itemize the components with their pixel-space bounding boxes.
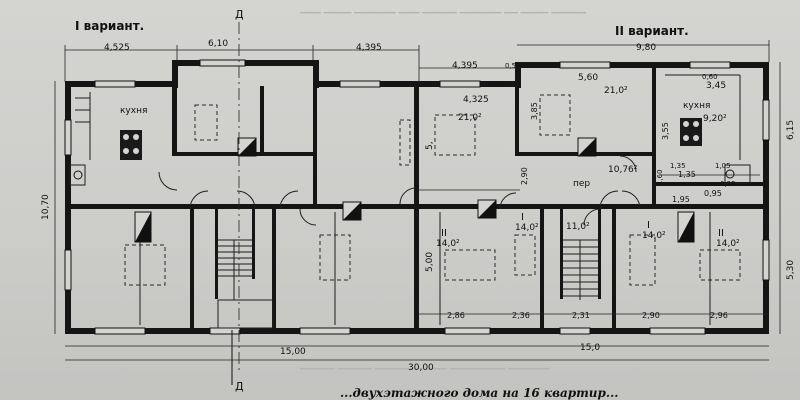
dimension-label: 0,25 [720, 180, 736, 188]
dimension-label: 4,395 [356, 43, 382, 53]
dimension-label: 30,00 [408, 363, 434, 373]
room-label-kitchen-right: кухня [683, 101, 710, 111]
dimension-lines [54, 40, 781, 361]
area-label: 21,0² [604, 86, 628, 96]
kitchen-fixtures-left [69, 92, 142, 186]
dimension-label: 1,05 [715, 162, 731, 170]
dimension-label: 0,60 [702, 73, 718, 81]
area-label: 14,0² [642, 231, 666, 241]
area-label: 14,0² [515, 223, 539, 233]
background-text: ▁▁▁ ▁▁▁▁ ▁▁▁▁▁▁ ▁▁▁ ▁▁▁▁▁ ▁▁▁▁▁▁ ▁▁ ▁▁▁▁… [300, 4, 586, 14]
dimension-label: 0,95 [704, 189, 722, 198]
dimension-label: 15,0 [580, 343, 600, 353]
dimension-label: 9,80 [636, 43, 656, 53]
windows [64, 59, 770, 335]
area-label: 21,0² [458, 113, 482, 123]
dimension-label: 4,325 [463, 95, 489, 105]
section-axis [231, 22, 240, 385]
variant-left-label: I вариант. [75, 19, 144, 33]
figure-caption: ...двухэтажного дома на 16 квартир... [340, 386, 619, 400]
dimension-label: 1,35 [670, 162, 686, 170]
staircase-right [563, 239, 598, 300]
area-label: 14,0² [716, 239, 740, 249]
dimension-label: 10,70 [41, 194, 51, 220]
kitchen-fixtures-right [665, 74, 751, 184]
dimension-label: 5,60 [578, 73, 598, 83]
dimension-label: 2,90 [642, 311, 660, 320]
dimension-label: 2,96 [710, 311, 728, 320]
dimension-label: 4,525 [104, 43, 130, 53]
room-label-I: I [521, 212, 524, 223]
dimension-label: 6,10 [208, 39, 228, 49]
axis-mark-bottom: Д [235, 380, 244, 393]
dimension-label: 1,60 [656, 169, 664, 185]
area-label: 14,0² [436, 239, 460, 249]
dimension-label: 3,85 [530, 102, 539, 120]
area-label: 10,76² [608, 165, 638, 175]
staircase-left [217, 239, 274, 329]
dimension-label: 5,30 [786, 260, 796, 280]
dimension-label: 15,00 [280, 347, 306, 357]
axis-mark-top: Д [235, 8, 244, 21]
dimension-label: 6,15 [786, 120, 796, 140]
background-text: ▁▁▁▁▁ ▁▁▁▁▁ ▁▁▁▁▁▁▁ ▁▁▁ ▁▁▁▁▁▁▁▁ ▁▁▁▁▁▁ [300, 360, 550, 370]
dimension-label: 4,395 [452, 61, 478, 71]
dimension-label: 5, [425, 141, 435, 150]
dimension-label: 2,36 [512, 311, 530, 320]
dimension-label: 2,86 [447, 311, 465, 320]
room-label-corridor: пер [573, 179, 590, 189]
area-label: 11,0² [566, 222, 590, 232]
dimension-label: 1,35 [678, 170, 696, 179]
variant-right-label: II вариант. [615, 24, 689, 38]
room-label-II-right: II [718, 228, 724, 239]
dimension-label: 3,45 [706, 81, 726, 91]
dimension-label: 5,00 [425, 252, 435, 272]
stoves [134, 137, 695, 243]
room-label-kitchen-left: кухня [120, 106, 147, 116]
dimension-label: 3,55 [661, 122, 670, 140]
room-label-II-left: II [441, 228, 447, 239]
door-swings [158, 155, 641, 226]
dimension-label: 2,90 [520, 167, 529, 185]
dimension-label: 1,95 [672, 195, 690, 204]
dimension-label: 2,31 [572, 311, 590, 320]
room-label-I-right: I [647, 220, 650, 231]
area-label: 9,20² [703, 114, 727, 124]
dimension-label: 0,5 [505, 62, 516, 70]
interior-walls [65, 66, 765, 333]
